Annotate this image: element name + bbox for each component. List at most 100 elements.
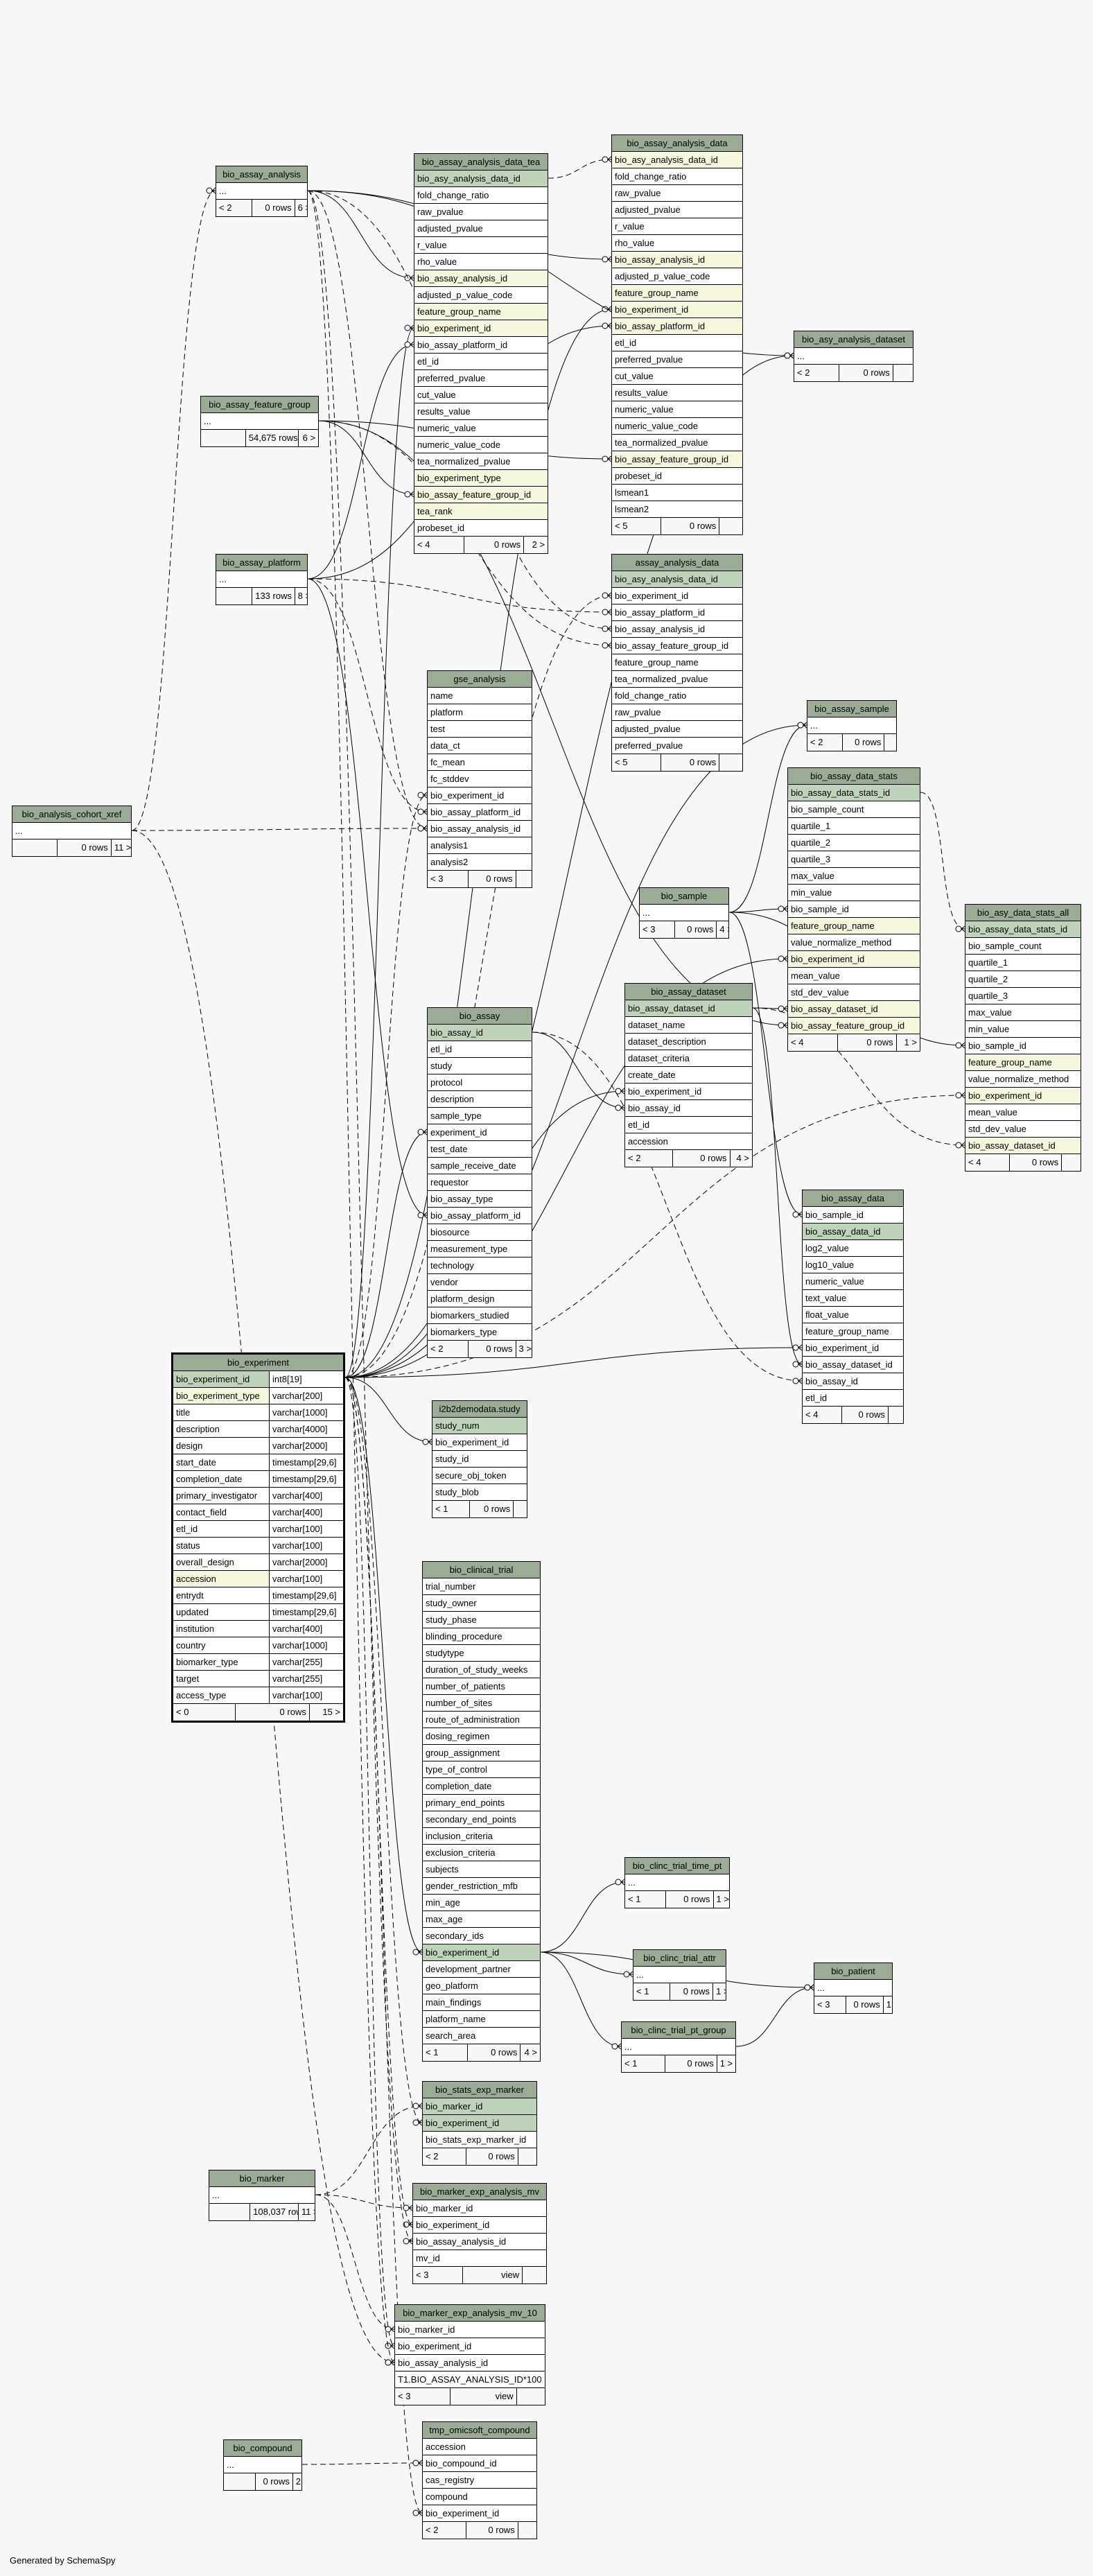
column-row[interactable]: adjusted_pvalue	[612, 721, 742, 738]
table-header[interactable]: bio_marker_exp_analysis_mv_10	[395, 2305, 545, 2322]
column-row[interactable]: bio_assay_feature_group_id	[414, 487, 548, 503]
column-row[interactable]: tea_rank	[414, 503, 548, 520]
column-row[interactable]: group_assignment	[423, 1745, 540, 1761]
column-row[interactable]: platform	[428, 704, 532, 721]
column-row[interactable]: dosing_regimen	[423, 1728, 540, 1745]
column-row[interactable]: route_of_administration	[423, 1712, 540, 1728]
parent-count[interactable]: < 3	[817, 1999, 830, 2010]
column-row[interactable]: std_dev_value	[788, 984, 920, 1001]
column-row[interactable]: development_partner	[423, 1961, 540, 1978]
column-row[interactable]: probeset_id	[612, 468, 742, 485]
column-row[interactable]: inclusion_criteria	[423, 1828, 540, 1845]
column-row[interactable]: rho_value	[612, 235, 742, 252]
column-row[interactable]: bio_experiment_type	[414, 470, 548, 487]
collapsed-columns[interactable]: ...	[12, 823, 131, 839]
collapsed-columns[interactable]: ...	[625, 1874, 729, 1891]
column-row[interactable]: numeric_value	[612, 401, 742, 418]
table-header[interactable]: bio_compound	[224, 2440, 301, 2457]
column-row[interactable]: fold_change_ratio	[612, 168, 742, 185]
collapsed-columns[interactable]: ...	[209, 2187, 315, 2204]
child-count[interactable]	[522, 2267, 546, 2283]
column-row[interactable]: bio_assay_feature_group_id	[612, 638, 742, 654]
table-header[interactable]: bio_patient	[814, 1963, 892, 1980]
child-count[interactable]: 3 >	[515, 1341, 532, 1357]
column-row[interactable]: duration_of_study_weeks	[423, 1662, 540, 1678]
column-row[interactable]: bio_assay_id	[625, 1100, 752, 1117]
column-row[interactable]: blinding_procedure	[423, 1628, 540, 1645]
column-row[interactable]: preferred_pvalue	[612, 351, 742, 368]
column-row[interactable]: mv_id	[413, 2250, 546, 2267]
child-count[interactable]: 4 >	[520, 2044, 540, 2061]
parent-count[interactable]: < 2	[426, 2151, 439, 2161]
table-header[interactable]: assay_analysis_data	[612, 555, 742, 571]
column-row[interactable]: quartile_3	[965, 988, 1081, 1004]
child-count[interactable]	[887, 1407, 903, 1423]
column-row[interactable]: bio_sample_id	[965, 1038, 1081, 1054]
column-row[interactable]: bio_experiment_id	[803, 1340, 903, 1357]
column-row[interactable]: protocol	[428, 1074, 532, 1091]
column-row[interactable]: type_of_control	[423, 1761, 540, 1778]
column-row[interactable]: value_normalize_method	[788, 934, 920, 951]
column-row[interactable]: max_value	[965, 1004, 1081, 1021]
table-header[interactable]: bio_marker	[209, 2170, 315, 2187]
column-row[interactable]: completion_date	[423, 1778, 540, 1795]
column-row[interactable]: bio_experiment_id	[423, 1944, 540, 1961]
child-count[interactable]: 1 >	[895, 1034, 920, 1051]
parent-count[interactable]: < 0	[176, 1707, 189, 1717]
parent-count[interactable]: < 2	[797, 367, 810, 378]
column-row[interactable]: primary_end_points	[423, 1795, 540, 1811]
table-header[interactable]: bio_clinc_trial_pt_group	[622, 2022, 735, 2039]
child-count[interactable]	[516, 2388, 545, 2405]
column-row[interactable]: feature_group_name	[612, 285, 742, 302]
parent-count[interactable]	[12, 839, 57, 856]
child-count[interactable]: 4 >	[729, 1150, 752, 1167]
column-row[interactable]: text_value	[803, 1290, 903, 1307]
collapsed-columns[interactable]: ...	[224, 2457, 301, 2473]
column-row[interactable]: platform_name	[423, 2011, 540, 2028]
column-row[interactable]: exclusion_criteria	[423, 1845, 540, 1861]
column-row[interactable]: results_value	[612, 385, 742, 401]
column-row[interactable]: sample_receive_date	[428, 1158, 532, 1174]
column-row[interactable]: adjusted_p_value_code	[612, 268, 742, 285]
column-row[interactable]: analysis2	[428, 854, 532, 871]
table-header[interactable]: bio_assay_analysis_data	[612, 135, 742, 152]
table-header[interactable]: bio_sample	[640, 888, 728, 905]
column-row[interactable]: test_date	[428, 1141, 532, 1158]
column-row[interactable]: quartile_2	[965, 971, 1081, 988]
column-row[interactable]: preferred_pvalue	[612, 738, 742, 754]
column-row[interactable]: bio_assay_platform_id	[428, 804, 532, 821]
column-row[interactable]: std_dev_value	[965, 1121, 1081, 1138]
column-row[interactable]: bio_assay_data_id	[803, 1224, 903, 1240]
column-row[interactable]: bio_experiment_id	[414, 320, 548, 337]
column-row[interactable]: quartile_3	[788, 851, 920, 868]
column-row[interactable]: main_findings	[423, 1994, 540, 2011]
column-row[interactable]: secondary_ids	[423, 1928, 540, 1944]
column-row[interactable]: adjusted_pvalue	[414, 220, 548, 237]
column-row[interactable]: platform_design	[428, 1291, 532, 1307]
column-row[interactable]: bio_assay_data_stats_id	[788, 785, 920, 801]
column-row[interactable]: compound	[423, 2489, 536, 2505]
table-header[interactable]: gse_analysis	[428, 671, 532, 688]
column-row[interactable]: number_of_patients	[423, 1678, 540, 1695]
column-row[interactable]: gender_restriction_mfb	[423, 1878, 540, 1895]
parent-count[interactable]: < 2	[810, 737, 823, 747]
column-row[interactable]: accession	[625, 1133, 752, 1150]
column-row[interactable]: bio_asy_analysis_data_id	[612, 152, 742, 168]
column-row[interactable]: preferred_pvalue	[414, 370, 548, 387]
collapsed-columns[interactable]: ...	[216, 571, 307, 588]
column-row[interactable]: feature_group_name	[965, 1054, 1081, 1071]
